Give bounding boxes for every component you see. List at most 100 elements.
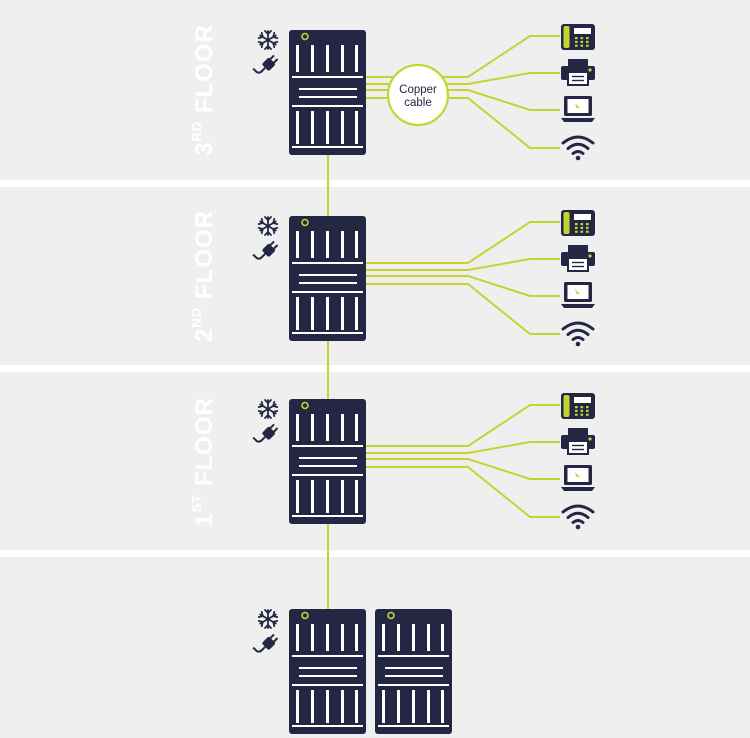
rack-slot xyxy=(341,480,344,513)
rack-divider xyxy=(292,515,363,517)
rack-slot xyxy=(326,480,329,513)
wifi-icon xyxy=(561,135,595,161)
wifi-icon xyxy=(561,321,595,347)
rack-slot xyxy=(311,111,314,144)
rack-body xyxy=(289,399,366,524)
rack-divider xyxy=(292,445,363,447)
rack-slot xyxy=(355,45,358,72)
rack-slot xyxy=(296,480,299,513)
rack-slot xyxy=(341,690,344,723)
floor-number: 2 xyxy=(191,328,218,342)
rack-slot xyxy=(296,231,299,258)
rack-divider xyxy=(378,684,449,686)
network-rack xyxy=(289,399,366,524)
floor-word: FLOOR xyxy=(191,397,218,494)
rack-status-led xyxy=(301,611,309,620)
rack-slot xyxy=(355,480,358,513)
laptop-icon xyxy=(561,96,595,122)
rack-slot xyxy=(355,111,358,144)
rack-slot xyxy=(311,624,314,651)
phone-icon xyxy=(561,24,595,50)
rack-divider xyxy=(292,76,363,78)
floor-ordinal-suffix: RD xyxy=(189,121,204,142)
rack-slot xyxy=(412,624,415,651)
rack-unit-line xyxy=(299,282,357,284)
rack-unit-line xyxy=(299,274,357,276)
rack-slot xyxy=(355,297,358,330)
rack-slot xyxy=(326,297,329,330)
floor-ordinal-suffix: ND xyxy=(189,307,204,328)
wifi-icon xyxy=(561,504,595,530)
laptop-icon xyxy=(561,282,595,308)
floor-label: 3RD FLOOR xyxy=(189,24,218,156)
rack-divider xyxy=(292,474,363,476)
callout-circle xyxy=(386,63,450,127)
snowflake-icon xyxy=(257,30,279,50)
rack-body xyxy=(289,216,366,341)
callout-label-line2: cable xyxy=(404,97,432,109)
rack-slot xyxy=(355,414,358,441)
basement-rack xyxy=(375,609,452,734)
floor-number: 1 xyxy=(191,512,218,526)
rack-slot xyxy=(441,624,444,651)
rack-slot xyxy=(296,297,299,330)
device-cable xyxy=(366,458,560,480)
device-cable xyxy=(366,283,560,335)
rack-slot xyxy=(341,111,344,144)
rack-slot xyxy=(397,690,400,723)
rack-slot xyxy=(355,690,358,723)
floor-label: 2ND FLOOR xyxy=(189,210,218,342)
snowflake-icon xyxy=(257,609,279,629)
phone-icon xyxy=(561,210,595,236)
rack-unit-line xyxy=(299,465,357,467)
printer-icon xyxy=(561,245,595,272)
rack-slot xyxy=(382,690,385,723)
floor-number: 3 xyxy=(191,142,218,156)
laptop-icon xyxy=(561,465,595,491)
rack-slot xyxy=(311,414,314,441)
rack-slot xyxy=(326,690,329,723)
rack-slot xyxy=(341,624,344,651)
power-plug-icon xyxy=(252,240,279,260)
rack-slot xyxy=(341,45,344,72)
rack-slot xyxy=(296,45,299,72)
rack-slot xyxy=(341,414,344,441)
floor-band xyxy=(0,372,750,550)
rack-slot xyxy=(427,690,430,723)
rack-unit-line xyxy=(385,667,443,669)
printer-icon xyxy=(561,428,595,455)
rack-slot xyxy=(296,690,299,723)
device-cable xyxy=(366,466,560,518)
rack-slot xyxy=(397,624,400,651)
rack-slot xyxy=(311,231,314,258)
rack-slot xyxy=(296,111,299,144)
floor-word: FLOOR xyxy=(191,24,218,121)
rack-slot xyxy=(326,414,329,441)
rack-slot xyxy=(412,690,415,723)
rack-slot xyxy=(311,45,314,72)
rack-slot xyxy=(311,480,314,513)
rack-slot xyxy=(355,231,358,258)
rack-divider xyxy=(378,655,449,657)
rack-body xyxy=(289,30,366,155)
rack-status-led xyxy=(301,401,309,410)
rack-slot xyxy=(341,231,344,258)
device-cable xyxy=(366,404,560,447)
rack-slot xyxy=(326,624,329,651)
floor-label: 1ST FLOOR xyxy=(189,397,218,527)
rack-divider xyxy=(292,725,363,727)
rack-slot xyxy=(341,297,344,330)
power-plug-icon xyxy=(252,423,279,443)
rack-divider xyxy=(292,684,363,686)
rack-unit-line xyxy=(299,667,357,669)
rack-status-led xyxy=(301,218,309,227)
power-plug-icon xyxy=(252,633,279,653)
rack-slot xyxy=(296,414,299,441)
rack-slot xyxy=(326,111,329,144)
rack-divider xyxy=(292,146,363,148)
rack-status-led xyxy=(301,32,309,41)
floor-word: FLOOR xyxy=(191,210,218,307)
